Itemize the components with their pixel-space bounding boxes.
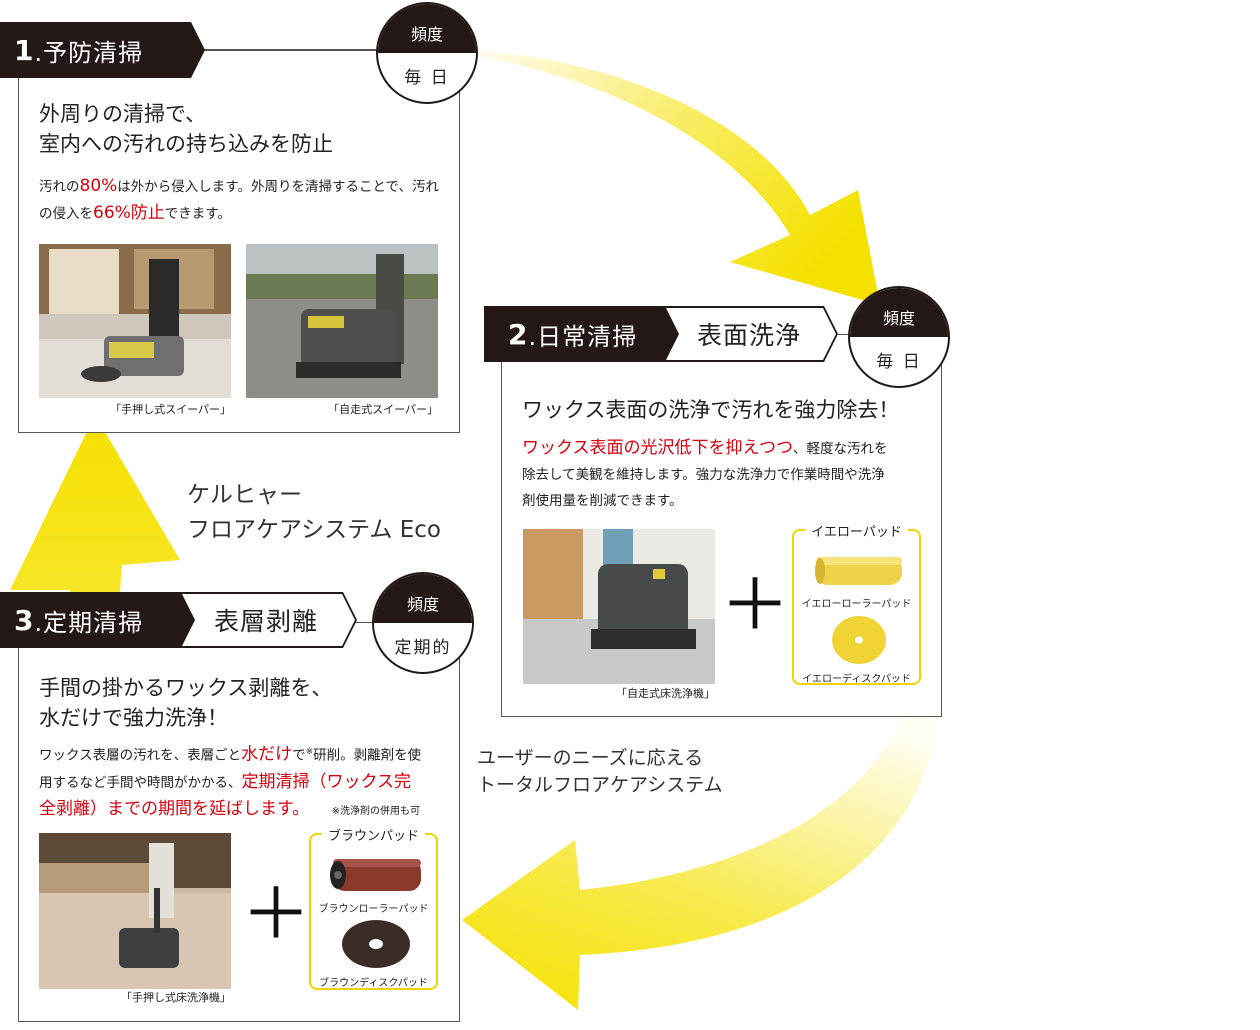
step3-body-highlight2: 定期清掃（ワックス完 [241, 771, 412, 792]
arrow-step2-to-step3 [462, 660, 941, 1010]
step1-body-highlight1: 80% [79, 176, 118, 196]
step1-tag: 1 .予防清掃 [0, 22, 205, 78]
step3-sub-tag: 表層剥離 [175, 592, 357, 648]
yellow-roller-pad-caption: イエローローラーパッド [801, 599, 912, 610]
step3-sub-label: 表層剥離 [177, 594, 355, 646]
step1-name: .予防清掃 [34, 38, 144, 67]
walk-behind-scrubber-caption: 「手押し式床洗浄機」 [121, 991, 231, 1004]
step3-body-text4: 用するなど手間や時間がかかる、 [39, 774, 242, 791]
step2-body: ワックス表面の光沢低下を抑えつつ、軽度な汚れを 除去して美観を維持します。強力な… [522, 435, 932, 514]
step2-name: .日常清掃 [528, 322, 638, 351]
ride-on-scrubber-caption: 「自走式床洗浄機」 [616, 687, 715, 700]
brown-roller-pad-caption: ブラウンローラーパッド [318, 904, 429, 915]
step2-freq-value: 毎 日 [876, 352, 922, 372]
step3-frequency-badge: 頻度 定期的 [372, 572, 474, 674]
step1-heading: 外周りの清掃で、 室内への汚れの持ち込みを防止 [39, 99, 333, 159]
push-sweeper-caption: 「手押し式スイーパー」 [110, 403, 231, 416]
step1-freq-value: 毎 日 [404, 68, 450, 88]
step3-body-text2: で [292, 747, 306, 764]
step1-body-text3: の侵入を [39, 206, 93, 222]
step1-frequency-badge: 頻度 毎 日 [376, 2, 478, 104]
step3-panel: 手間の掛かるワックス剥離を、 水だけで強力洗浄！ ワックス表層の汚れを、表層ごと… [18, 622, 460, 1022]
step3-name: .定期清掃 [34, 608, 144, 637]
yellow-roller-pad-image [815, 557, 902, 585]
step3-body: ワックス表層の汚れを、表層ごと水だけで※研削。剥離剤を使 用するなど手間や時間が… [39, 739, 459, 825]
step3-body-text1: ワックス表層の汚れを、表層ごと [39, 747, 242, 764]
arrow-step1-to-step2 [470, 50, 880, 305]
side-caption-line2: トータルフロアケアシステム [477, 774, 723, 796]
step2-number: 2 [508, 317, 529, 351]
side-caption-line1: ユーザーのニーズに応える [477, 747, 704, 769]
step3-heading: 手間の掛かるワックス剥離を、 水だけで強力洗浄！ [39, 673, 332, 733]
ride-on-scrubber-photo [523, 529, 715, 684]
yellow-pad-box: イエローパッド イエローローラーパッド イエローディスクパッド [792, 525, 921, 685]
brown-disc-pad-image [342, 920, 410, 968]
step1-body-text2: は外から侵入します。外周りを清掃することで、汚れ [117, 179, 440, 195]
yellow-disc-pad-image [832, 616, 886, 664]
step1-header-line [195, 49, 385, 50]
step1-heading-line1: 外周りの清掃で、 [39, 102, 207, 126]
step3-heading-line2: 水だけで強力洗浄！ [39, 706, 228, 730]
step2-tag: 2 .日常清掃 [484, 306, 679, 362]
plus-sign: ＋ [241, 873, 311, 955]
step3-number: 3 [14, 603, 35, 637]
step3-freq-value: 定期的 [394, 638, 452, 658]
step1-body-text4: できます。 [164, 206, 231, 222]
step2-frequency-badge: 頻度 毎 日 [848, 286, 950, 388]
walk-behind-scrubber-photo [39, 833, 231, 989]
plus-sign: ＋ [720, 564, 790, 646]
step2-freq-label: 頻度 [850, 288, 948, 337]
step2-body-text2: 除去して美観を維持します。強力な洗浄力で作業時間や洗浄 [522, 467, 885, 483]
step1-freq-label: 頻度 [378, 4, 476, 53]
step1-number: 1 [14, 33, 35, 67]
step2-body-highlight: ワックス表面の光沢低下を抑えつつ [522, 438, 793, 458]
step3-body-highlight3: 全剥離）までの期間を延ばします。 [39, 798, 310, 819]
center-title-line1: ケルヒャー [187, 482, 302, 508]
yellow-pad-title: イエローパッド [794, 521, 919, 540]
brown-pad-title: ブラウンパッド [311, 825, 436, 844]
brown-pad-box: ブラウンパッド ブラウンローラーパッド ブラウンディスクパッド [309, 829, 438, 990]
push-sweeper-photo [39, 244, 231, 398]
center-title: ケルヒャー フロアケアシステム Eco [187, 478, 441, 548]
brown-roller-pad-image [330, 859, 421, 891]
step2-sub-label: 表面洗浄 [662, 308, 836, 360]
step3-note-mark: ※ [305, 747, 314, 757]
brown-pad-title-text: ブラウンパッド [321, 829, 425, 844]
step2-heading: ワックス表面の洗浄で汚れを強力除去！ [522, 398, 900, 422]
step3-body-text3: 研削。剥離剤を使 [313, 747, 422, 764]
step1-body: 汚れの80%は外から侵入します。外周りを清掃することで、汚れ の侵入を66%防止… [39, 173, 449, 227]
step2-body-text1: 、軽度な汚れを [792, 441, 888, 457]
step3-note: ※洗浄剤の併用も可 [331, 805, 420, 817]
step1-panel: 外周りの清掃で、 室内への汚れの持ち込みを防止 汚れの80%は外から侵入します。… [18, 50, 460, 433]
step3-tag: 3 .定期清掃 [0, 592, 195, 648]
step1-body-text1: 汚れの [39, 179, 80, 195]
step2-body-text3: 剤使用量を削減できます。 [522, 493, 683, 509]
self-propelled-sweeper-caption: 「自走式スイーパー」 [328, 403, 438, 416]
self-propelled-sweeper-photo [246, 244, 438, 398]
center-title-line2: フロアケアシステム Eco [187, 517, 441, 543]
step3-freq-label: 頻度 [374, 574, 472, 623]
step2-sub-tag: 表面洗浄 [660, 306, 838, 362]
brown-disc-pad-caption: ブラウンディスクパッド [319, 978, 428, 989]
step3-heading-line1: 手間の掛かるワックス剥離を、 [39, 676, 333, 700]
side-caption: ユーザーのニーズに応える トータルフロアケアシステム [477, 745, 723, 799]
step2-panel: ワックス表面の洗浄で汚れを強力除去！ ワックス表面の光沢低下を抑えつつ、軽度な汚… [501, 334, 942, 717]
yellow-pad-title-text: イエローパッド [805, 525, 908, 540]
yellow-disc-pad-caption: イエローディスクパッド [802, 674, 911, 685]
step3-body-highlight1: 水だけ [241, 744, 293, 765]
step1-heading-line2: 室内への汚れの持ち込みを防止 [39, 132, 333, 156]
step1-body-highlight2: 66%防止 [93, 203, 165, 223]
